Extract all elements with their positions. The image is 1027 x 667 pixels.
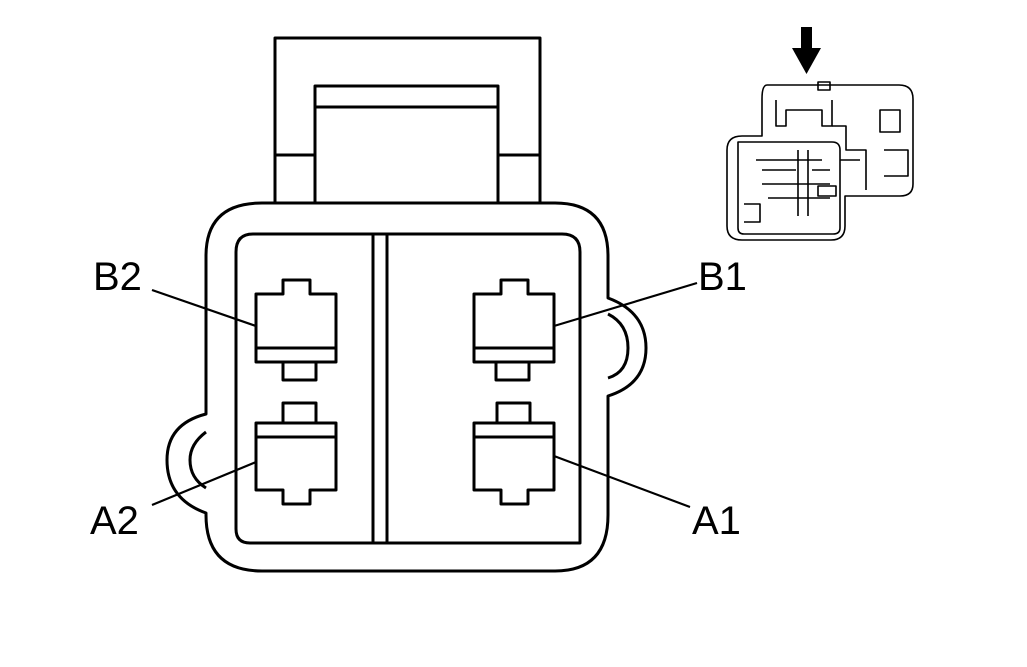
lock-latch [273,36,542,208]
leader-lines [151,281,698,509]
pin-label-a2: A2 [90,499,139,543]
leader-line-a2 [151,460,257,507]
terminal-a2 [254,401,338,506]
left-lug [188,430,207,490]
pin-label-b2: B2 [93,255,142,299]
connector-face [165,36,648,573]
right-lug [607,312,630,380]
housing-outer [165,201,648,573]
leader-line-a1 [553,454,691,509]
down-arrow-icon [792,27,821,74]
terminal-b1 [472,278,556,382]
terminal-b2 [254,278,338,382]
terminal-a1 [472,401,556,506]
center-divider [371,234,389,543]
leader-line-b1 [553,281,698,328]
pin-label-a1: A1 [692,499,741,543]
pin-label-b1: B1 [698,255,747,299]
connector-thumbnail [726,81,914,241]
housing-inner [234,232,582,545]
leader-line-b2 [151,288,257,328]
